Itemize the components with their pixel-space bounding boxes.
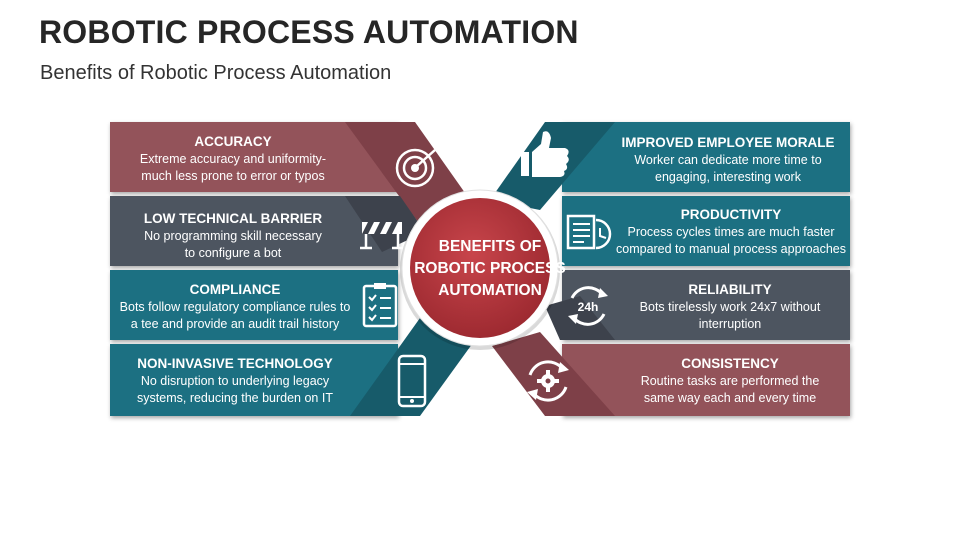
compliance-desc-line1: Bots follow regulatory compliance rules …: [119, 300, 351, 314]
left-box-compliance: [110, 270, 398, 340]
accuracy-heading: ACCURACY: [194, 134, 272, 149]
24h-icon-label: 24h: [578, 300, 599, 314]
barrier-icon: [360, 222, 404, 250]
left-box-non-invasive: [110, 344, 398, 416]
center-label-line1: BENEFITS OF: [438, 238, 542, 255]
reliability-heading: RELIABILITY: [688, 282, 772, 297]
compliance-heading: COMPLIANCE: [189, 282, 281, 297]
compliance-text: COMPLIANCE Bots follow regulatory compli…: [110, 281, 360, 333]
checklist-icon: [362, 283, 398, 328]
employee-morale-desc-line1: Worker can dedicate more time to: [634, 153, 822, 167]
reliability-desc-line1: Bots tirelessly work 24x7 without: [639, 300, 821, 314]
low-technical-barrier-desc-line2: to configure a bot: [184, 246, 282, 260]
page-title: ROBOTIC PROCESS AUTOMATION: [39, 14, 579, 50]
thumbs-up-icon: [521, 131, 569, 177]
smartphone-icon: [397, 354, 427, 408]
non-invasive-desc-line1: No disruption to underlying legacy: [140, 374, 330, 388]
productivity-text: PRODUCTIVITY Process cycles times are mu…: [610, 206, 852, 258]
center-label: BENEFITS OF ROBOTIC PROCESS AUTOMATION: [410, 236, 570, 302]
low-technical-barrier-text: LOW TECHNICAL BARRIER No programming ski…: [110, 210, 356, 262]
left-box-accuracy: [110, 122, 398, 192]
productivity-heading: PRODUCTIVITY: [680, 207, 782, 222]
ribbon-maroon-top: [345, 122, 470, 222]
productivity-desc-line2: compared to manual process approaches: [616, 242, 846, 256]
center-label-line2: ROBOTIC PROCESS: [414, 260, 566, 277]
center-circle: [410, 198, 550, 338]
consistency-desc-line1: Routine tasks are performed the: [640, 374, 820, 388]
page-subtitle: Benefits of Robotic Process Automation: [40, 62, 392, 84]
document-clock-icon: [566, 214, 612, 250]
target-icon: [395, 146, 441, 188]
accuracy-text: ACCURACY Extreme accuracy and uniformity…: [110, 133, 356, 185]
reliability-desc-line2: interruption: [698, 317, 762, 331]
accuracy-desc-line2: much less prone to error or typos: [141, 169, 325, 183]
left-box-low-technical-barrier: [110, 196, 398, 266]
ribbon-maroon-bottom: [492, 332, 615, 416]
consistency-text: CONSISTENCY Routine tasks are performed …: [610, 355, 850, 407]
24h-icon: 24h: [568, 286, 608, 326]
right-box-reliability: [562, 270, 850, 340]
gear-cycle-icon: [527, 360, 569, 402]
low-technical-barrier-desc-line1: No programming skill necessary: [144, 229, 322, 243]
productivity-desc-line1: Process cycles times are much faster: [627, 225, 835, 239]
consistency-heading: CONSISTENCY: [681, 356, 779, 371]
consistency-desc-line2: same way each and every time: [643, 391, 817, 405]
employee-morale-heading: IMPROVED EMPLOYEE MORALE: [621, 135, 835, 150]
employee-morale-text: IMPROVED EMPLOYEE MORALE Worker can dedi…: [606, 134, 850, 186]
employee-morale-desc-line2: engaging, interesting work: [655, 170, 801, 184]
right-box-consistency: [562, 344, 850, 416]
ribbon-teal-bottom: [350, 318, 475, 416]
non-invasive-desc-line2: systems, reducing the burden on IT: [137, 391, 333, 405]
low-technical-barrier-heading: LOW TECHNICAL BARRIER: [143, 211, 323, 226]
center-label-line3: AUTOMATION: [438, 282, 542, 299]
compliance-desc-line2: a tee and provide an audit trail history: [130, 317, 340, 331]
accuracy-desc-line1: Extreme accuracy and uniformity-: [139, 152, 327, 166]
reliability-text: RELIABILITY Bots tirelessly work 24x7 wi…: [610, 281, 850, 333]
non-invasive-heading: NON-INVASIVE TECHNOLOGY: [137, 356, 333, 371]
ribbon-slate-bottom: [545, 296, 615, 340]
non-invasive-text: NON-INVASIVE TECHNOLOGY No disruption to…: [110, 355, 360, 407]
right-box-employee-morale: [562, 122, 850, 192]
